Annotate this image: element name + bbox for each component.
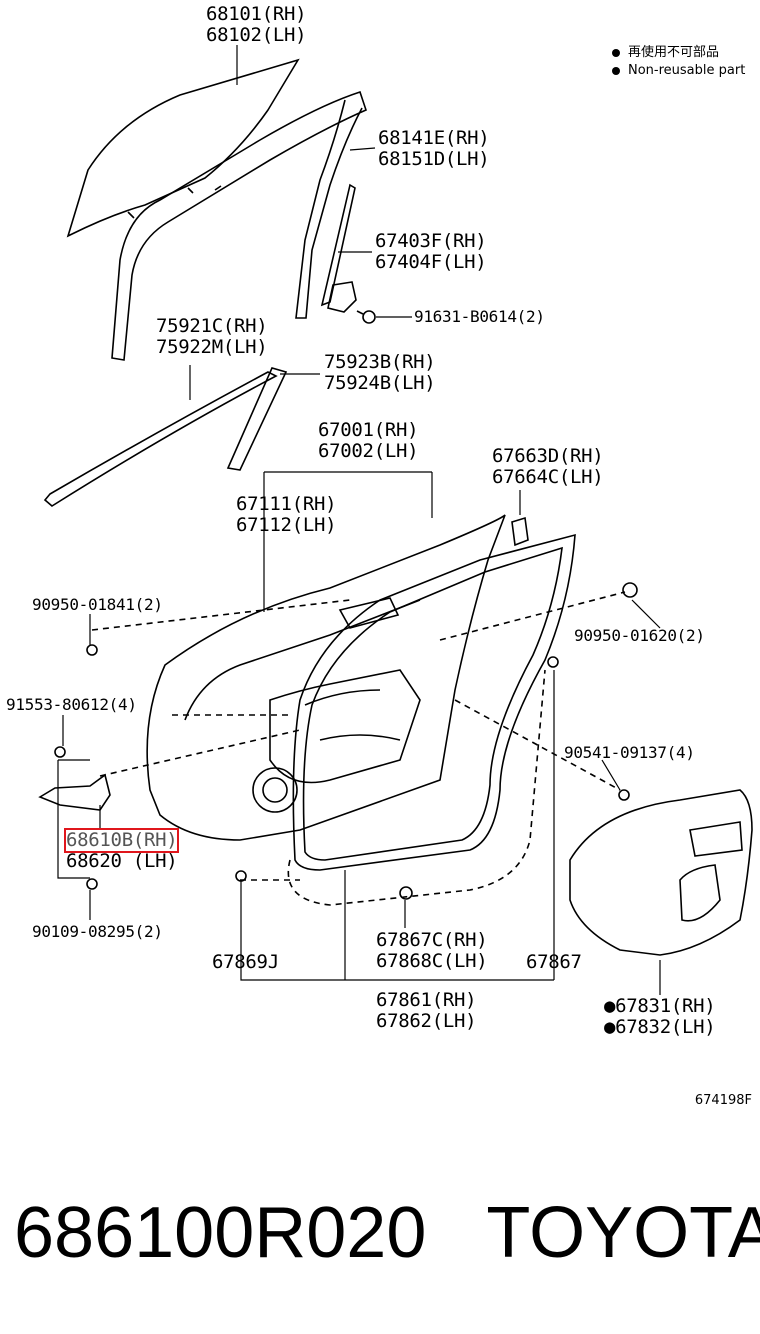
label-90541: 90541-09137(4) xyxy=(564,743,695,762)
label-67002: 67002(LH) xyxy=(318,440,419,462)
door-glass xyxy=(66,58,300,238)
bullet-icon xyxy=(612,49,620,57)
diagram-code: 674198F xyxy=(694,1093,752,1108)
label-67664: 67664C(LH) xyxy=(492,466,604,488)
label-67112: 67112(LH) xyxy=(236,514,337,536)
part-number: 686100R020 xyxy=(14,1193,427,1273)
label-75923: 75923B(RH) xyxy=(324,351,436,373)
label-75924: 75924B(LH) xyxy=(324,372,436,394)
label-67111: 67111(RH) xyxy=(236,493,337,515)
door-check-hinge xyxy=(38,746,111,890)
label-68610-highlighted[interactable]: 68610B(RH) xyxy=(63,828,180,853)
leader-lines xyxy=(57,45,661,995)
label-67831: ●67831(RH) xyxy=(604,995,716,1017)
label-67001: 67001(RH) xyxy=(318,419,419,441)
legend: 再使用不可部品 Non-reusable part xyxy=(612,44,745,80)
label-68141: 68141E(RH) xyxy=(378,127,490,149)
belt-moulding xyxy=(43,371,278,507)
footer: 686100R020 TOYOTA xyxy=(14,1190,760,1276)
bullet-icon xyxy=(612,67,620,75)
legend-en: Non-reusable part xyxy=(628,63,746,78)
label-68151: 68151D(LH) xyxy=(378,148,490,170)
brand: TOYOTA xyxy=(486,1193,760,1273)
frame-garnish xyxy=(226,367,288,471)
rear-lower-sash xyxy=(320,183,357,313)
label-67404: 67404F(LH) xyxy=(375,251,487,273)
door-weatherstrip xyxy=(292,533,576,871)
label-67663: 67663D(RH) xyxy=(492,445,604,467)
label-68101: 68101(RH) xyxy=(206,3,307,25)
label-90950-01620: 90950-01620(2) xyxy=(574,626,705,645)
label-91553: 91553-80612(4) xyxy=(6,695,137,714)
legend-jp: 再使用不可部品 xyxy=(628,45,720,60)
bolt-91631 xyxy=(356,310,376,324)
label-67861: 67861(RH) xyxy=(376,989,477,1011)
label-90950-01841: 90950-01841(2) xyxy=(32,595,163,614)
label-91631: 91631-B0614(2) xyxy=(414,307,545,326)
label-90109: 90109-08295(2) xyxy=(32,922,163,941)
door-trim-board xyxy=(569,789,753,956)
label-67832: ●67832(LH) xyxy=(604,1016,716,1038)
label-67869: 67869J xyxy=(212,951,279,973)
label-67862: 67862(LH) xyxy=(376,1010,477,1032)
door-opening-dashed xyxy=(91,591,626,906)
label-67867: 67867 xyxy=(526,951,582,973)
label-67868c: 67868C(LH) xyxy=(376,950,488,972)
label-75921: 75921C(RH) xyxy=(156,315,268,337)
label-68102: 68102(LH) xyxy=(206,24,307,46)
glass-run-channel xyxy=(111,90,367,361)
label-75922: 75922M(LH) xyxy=(156,336,268,358)
clips xyxy=(86,516,638,900)
door-panel xyxy=(146,514,506,841)
label-67403: 67403F(RH) xyxy=(375,230,487,252)
label-67867c: 67867C(RH) xyxy=(376,929,488,951)
label-68620: 68620 (LH) xyxy=(66,850,178,872)
